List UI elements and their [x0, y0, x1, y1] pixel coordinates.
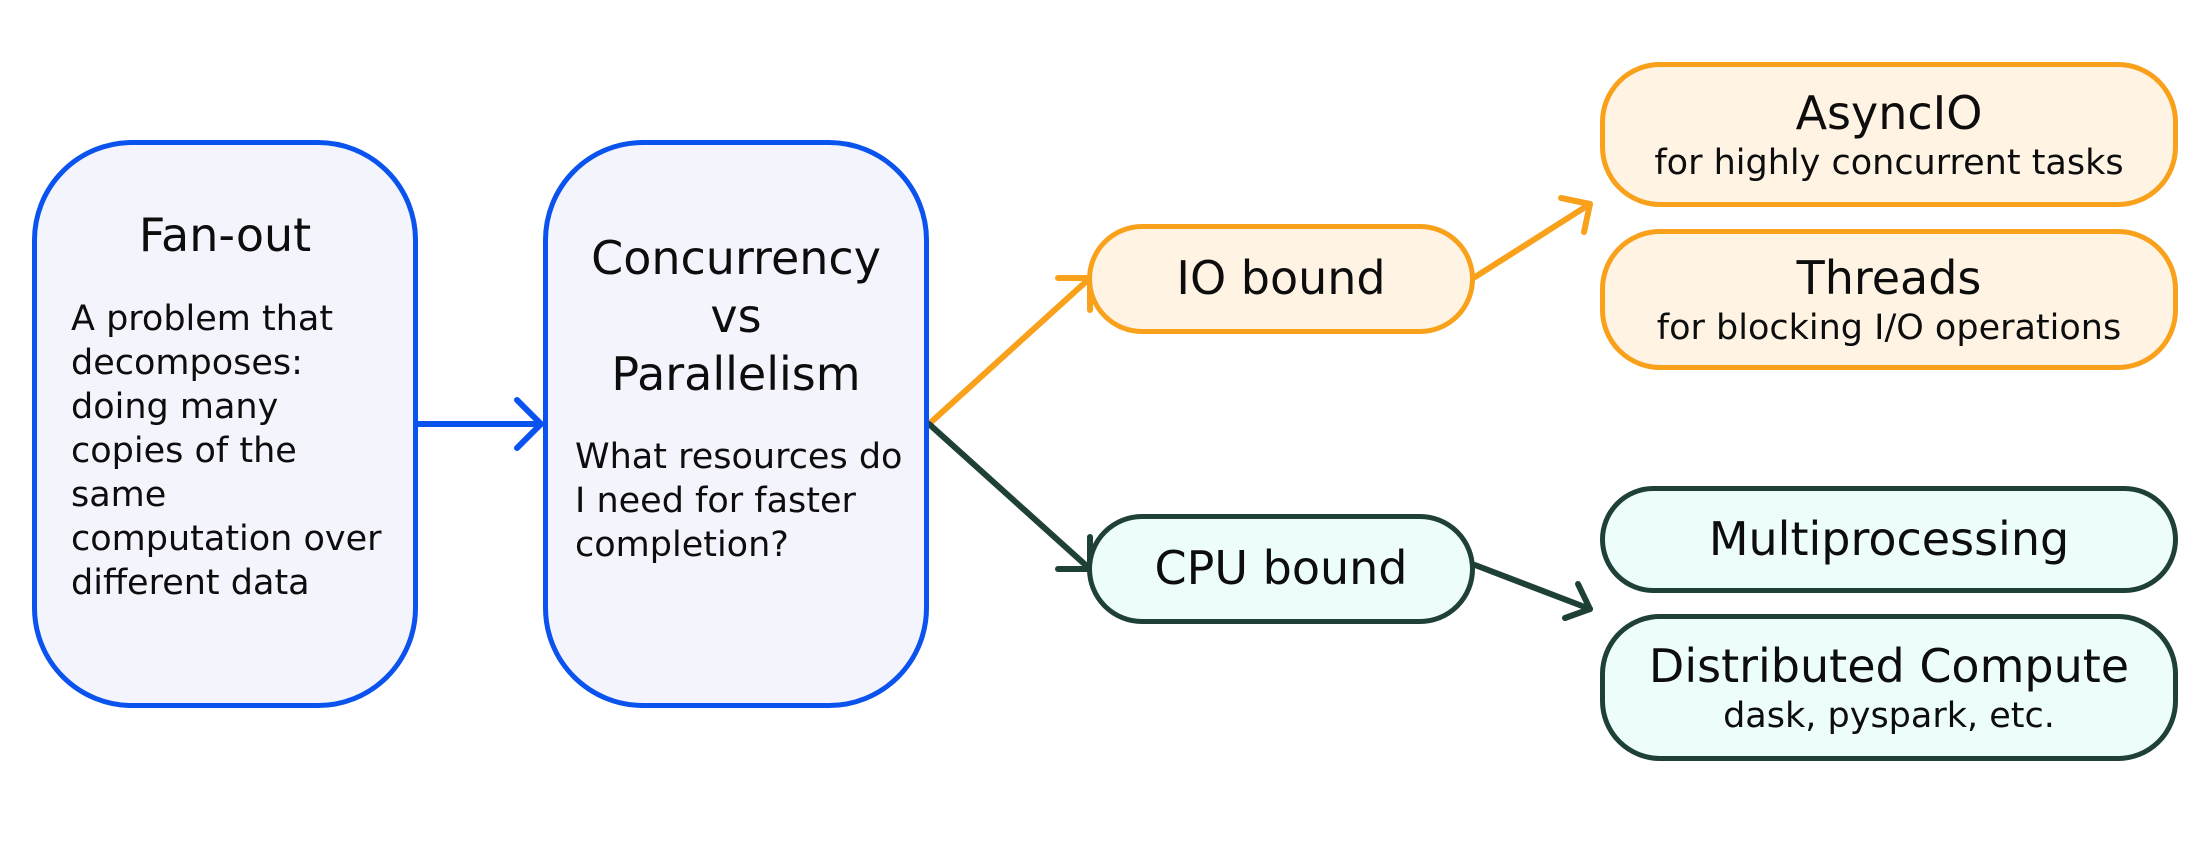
threads-node: Threads for blocking I/O operations — [1600, 229, 2178, 370]
fan-out-description-line: different data — [71, 563, 310, 603]
concurrency-vs-parallelism-node: Concurrency vs Parallelism What resource… — [543, 140, 929, 708]
fan-out-description-line: doing many — [71, 387, 279, 427]
fan-out-description-line: A problem that — [71, 299, 334, 339]
fan-out-description-line: computation over — [71, 519, 382, 559]
concurrency-description-line: I need for faster — [575, 481, 856, 521]
asyncio-node: AsyncIO for highly concurrent tasks — [1600, 62, 2178, 207]
fan-out-description: A problem that decomposes: doing many co… — [71, 297, 391, 605]
cpu-bound-title: CPU bound — [1154, 541, 1408, 596]
fan-out-description-line: decomposes: — [71, 343, 303, 383]
asyncio-subtitle: for highly concurrent tasks — [1654, 143, 2124, 184]
fan-out-node: Fan-out A problem that decomposes: doing… — [32, 140, 418, 708]
asyncio-title: AsyncIO — [1795, 85, 1983, 140]
edge-io-to-async — [1472, 195, 1593, 280]
edge-cpu-to-multi — [1472, 562, 1593, 621]
concurrency-title-line: Concurrency — [591, 231, 881, 285]
cpu-bound-node: CPU bound — [1087, 514, 1475, 624]
concurrency-title-line: vs — [710, 289, 762, 343]
concurrency-description-line: What resources do — [575, 437, 903, 477]
concurrency-description: What resources do I need for faster comp… — [575, 435, 920, 567]
distributed-compute-node: Distributed Compute dask, pyspark, etc. — [1600, 614, 2178, 761]
concurrency-description-line: completion? — [575, 525, 789, 565]
fan-out-description-line: same — [71, 475, 167, 515]
multiprocessing-title: Multiprocessing — [1708, 511, 2070, 566]
threads-subtitle: for blocking I/O operations — [1656, 308, 2122, 349]
io-bound-title: IO bound — [1176, 251, 1386, 306]
edge-fanout-to-concurrency — [415, 397, 544, 451]
multiprocessing-node: Multiprocessing — [1600, 486, 2178, 593]
concurrency-title-line: Parallelism — [611, 347, 861, 401]
threads-title: Threads — [1796, 250, 1982, 305]
edge-concurrency-to-cpu — [926, 421, 1093, 572]
distributed-compute-title: Distributed Compute — [1648, 638, 2130, 693]
distributed-compute-subtitle: dask, pyspark, etc. — [1723, 696, 2055, 737]
concurrency-title: Concurrency vs Parallelism — [548, 229, 924, 403]
fan-out-description-line: copies of the — [71, 431, 297, 471]
io-bound-node: IO bound — [1087, 224, 1475, 334]
fan-out-title: Fan-out — [138, 208, 312, 262]
edge-concurrency-to-io — [926, 275, 1093, 427]
